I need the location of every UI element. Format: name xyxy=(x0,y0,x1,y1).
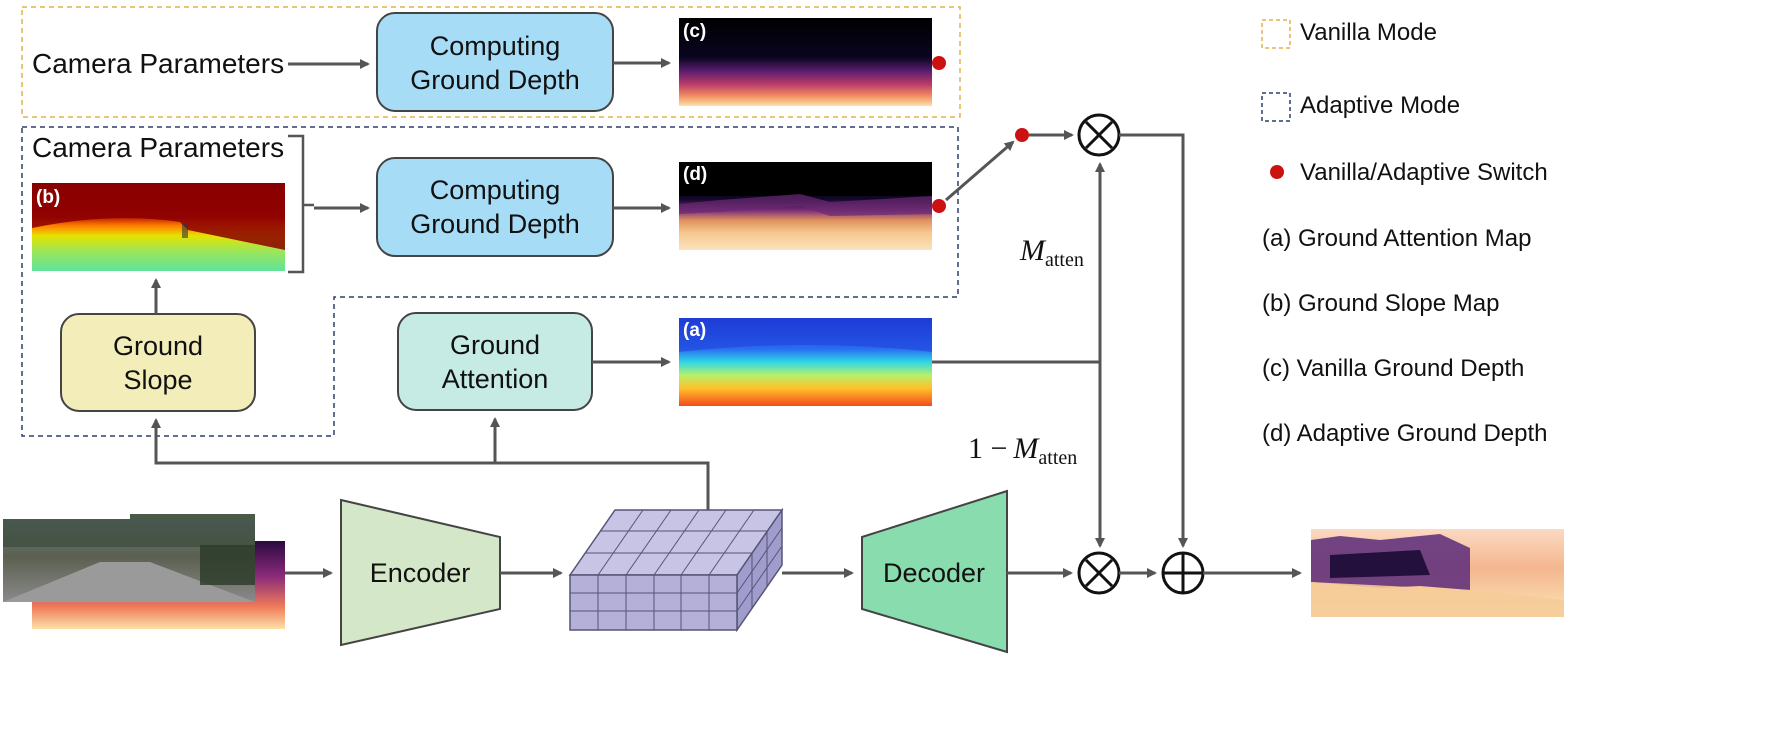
arrow-switch-diagonal xyxy=(945,140,1015,202)
ground-attention-map-image xyxy=(679,318,932,406)
camera-params-top-label: Camera Parameters xyxy=(32,48,284,79)
input-image-stack xyxy=(3,514,285,629)
legend-vanilla-swatch xyxy=(1261,19,1291,49)
ground-attention-line1: Ground xyxy=(450,330,540,360)
add-operator xyxy=(1161,551,1205,595)
computing-top-line1: Computing xyxy=(430,31,561,61)
adaptive-mode-region xyxy=(21,126,959,437)
feature-cube xyxy=(568,507,784,633)
ground-slope-line2: Slope xyxy=(123,365,192,395)
encoder-label: Encoder xyxy=(370,558,471,588)
legend-switch: Vanilla/Adaptive Switch xyxy=(1300,159,1548,186)
computing-top-line2: Ground Depth xyxy=(410,65,580,95)
image-tag-c: (c) xyxy=(683,21,706,42)
ground-slope-box xyxy=(60,313,256,412)
legend-adaptive-mode: Adaptive Mode xyxy=(1300,92,1460,119)
adaptive-ground-depth-image xyxy=(679,162,932,250)
vanilla-mode-region xyxy=(21,6,961,118)
decoder-block xyxy=(861,489,1008,654)
legend-item-a: (a) Ground Attention Map xyxy=(1262,225,1531,252)
computing-mid-line1: Computing xyxy=(430,175,561,205)
line-feature-to-slope xyxy=(151,418,710,510)
image-tag-a: (a) xyxy=(683,320,706,341)
image-tag-b: (b) xyxy=(36,187,60,208)
ground-attention-box xyxy=(397,312,593,411)
multiply-top-operator xyxy=(1077,113,1121,157)
camera-params-mid-label: Camera Parameters xyxy=(32,132,284,163)
computing-mid-line2: Ground Depth xyxy=(410,209,580,239)
legend-item-b: (b) Ground Slope Map xyxy=(1262,290,1499,317)
switch-output-dot xyxy=(1015,128,1029,142)
decoder-label: Decoder xyxy=(883,558,985,588)
adaptive-switch-dot xyxy=(932,199,946,213)
multiply-bottom-operator xyxy=(1077,551,1121,595)
vanilla-ground-depth-image xyxy=(679,18,932,106)
ground-attention-line2: Attention xyxy=(442,364,549,394)
m-atten-label: Matten xyxy=(1019,234,1084,271)
output-depth-image xyxy=(1311,529,1564,617)
legend-switch-dot xyxy=(1270,165,1284,179)
ground-slope-line1: Ground xyxy=(113,331,203,361)
computing-ground-depth-top-box xyxy=(376,12,614,112)
computing-ground-depth-mid-box xyxy=(376,157,614,257)
legend-vanilla-mode: Vanilla Mode xyxy=(1300,19,1437,46)
params-bracket xyxy=(288,134,314,274)
ground-slope-map-image xyxy=(32,183,285,271)
legend-adaptive-swatch xyxy=(1261,92,1291,122)
vanilla-switch-dot xyxy=(932,56,946,70)
legend-item-c: (c) Vanilla Ground Depth xyxy=(1262,355,1524,382)
legend-item-d: (d) Adaptive Ground Depth xyxy=(1262,420,1548,447)
image-tag-d: (d) xyxy=(683,164,707,185)
one-minus-m-atten-label: 1 −Matten xyxy=(968,432,1077,469)
arrow-multiply-top-to-add xyxy=(1119,133,1188,548)
encoder-block xyxy=(340,498,501,647)
